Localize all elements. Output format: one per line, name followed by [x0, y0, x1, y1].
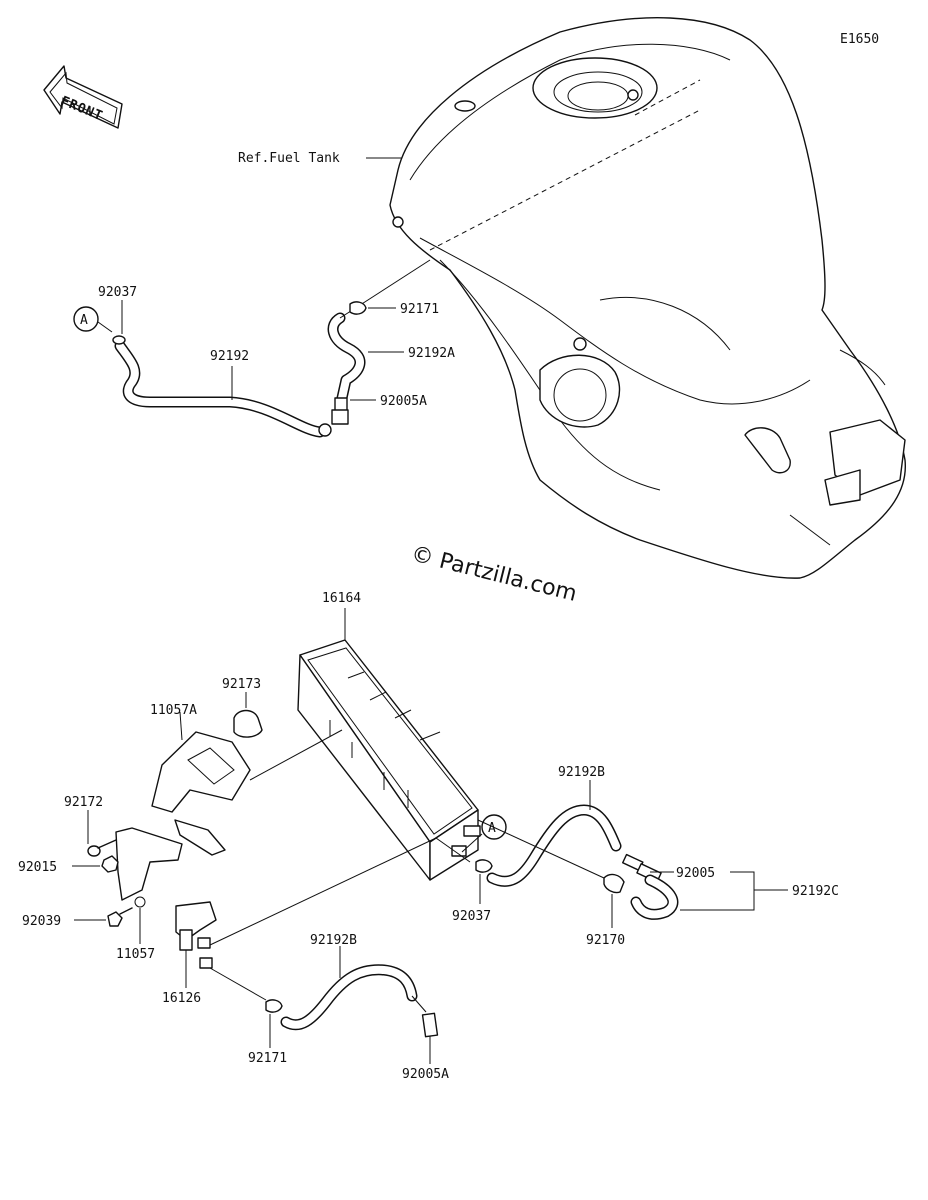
- fitting-92005A-bottom: [411, 995, 439, 1064]
- watermark: © Partzilla.com: [409, 542, 580, 607]
- canister-16164: [249, 608, 481, 881]
- label-92192C: 92192C: [792, 884, 839, 899]
- diagram-code: E1650: [840, 32, 879, 47]
- hose-92192B-right: [486, 780, 622, 887]
- bolt-92172: [87, 810, 117, 857]
- label-92015: 92015: [18, 860, 57, 875]
- label-92173: 92173: [222, 677, 261, 692]
- label-92172: 92172: [64, 795, 103, 810]
- clamp-92171-bottom: [265, 999, 283, 1048]
- label-92171-top: 92171: [400, 302, 439, 317]
- clamp-92037-top: [112, 300, 126, 345]
- hose-92192A: [327, 259, 431, 425]
- hose-92192B-bottom: [280, 946, 418, 1031]
- front-arrow-icon: FRONT: [43, 65, 123, 129]
- label-92037-mid: 92037: [452, 909, 491, 924]
- label-92005A-bottom: 92005A: [402, 1067, 449, 1082]
- clip-92173: [233, 692, 263, 738]
- label-92170: 92170: [586, 933, 625, 948]
- label-92037-top: 92037: [98, 285, 137, 300]
- fuel-tank: [389, 17, 907, 579]
- label-92005A-top: 92005A: [380, 394, 427, 409]
- label-11057: 11057: [116, 947, 155, 962]
- clamp-92171-top: [349, 301, 396, 315]
- clip-92170: [477, 819, 625, 928]
- ref-label: Ref.Fuel Tank: [238, 151, 340, 166]
- label-92192: 92192: [210, 349, 249, 364]
- label-11057A: 11057A: [150, 703, 197, 718]
- hose-92192C: [630, 874, 679, 920]
- svg-text:A: A: [80, 313, 88, 328]
- nut-92015: [72, 855, 119, 873]
- clamp-92037-mid: [475, 859, 493, 904]
- bracket-11057: [115, 827, 183, 944]
- valve-16126: [175, 837, 471, 1001]
- bolt-92039: [74, 907, 133, 927]
- label-92192B-bottom: 92192B: [310, 933, 357, 948]
- label-92171-bottom: 92171: [248, 1051, 287, 1066]
- label-92005: 92005: [676, 866, 715, 881]
- label-92192B-right: 92192B: [558, 765, 605, 780]
- callout-a-top: A: [73, 306, 113, 333]
- bracket-11057A: [151, 711, 251, 856]
- label-16164: 16164: [322, 591, 361, 606]
- label-92039: 92039: [22, 914, 61, 929]
- hose-92192: [114, 340, 332, 438]
- svg-text:A: A: [488, 821, 496, 836]
- label-92192A: 92192A: [408, 346, 455, 361]
- label-16126: 16126: [162, 991, 201, 1006]
